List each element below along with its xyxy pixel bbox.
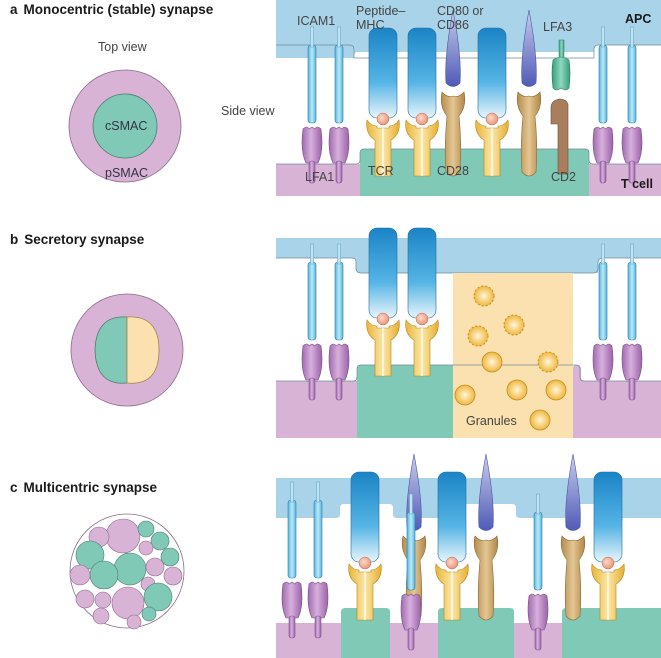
tcell-lfa1-zone — [276, 164, 360, 196]
icam1-lfa1-pair — [328, 243, 350, 401]
granule — [506, 379, 528, 401]
top-view-secretory — [70, 293, 184, 407]
granule-releasing — [467, 325, 489, 347]
panel-c-letter: c — [10, 480, 18, 495]
tcr-mhc-complex — [405, 227, 439, 377]
tcell-label: T cell — [621, 177, 653, 191]
panel-c-title: c Multicentric synapse — [10, 480, 157, 495]
side-view-secretory — [276, 227, 661, 438]
tcr-mhc-complex — [591, 471, 625, 621]
side-view-multicentric — [276, 453, 661, 658]
icam1-lfa1-pair — [301, 243, 323, 401]
icam1-label: ICAM1 — [297, 14, 336, 28]
granules — [454, 285, 567, 431]
panel-b-title: b Secretory synapse — [10, 232, 144, 247]
granule-releasing — [503, 314, 525, 336]
icam1-lfa1-pair — [621, 26, 643, 184]
panel-a-title: a Monocentric (stable) synapse — [10, 2, 213, 17]
panel-a-letter: a — [10, 2, 18, 17]
cd80-label-line2: CD86 — [437, 18, 469, 32]
tcr-mhc-complex — [435, 471, 469, 621]
csmac-label: cSMAC — [105, 119, 148, 133]
psmac-label: pSMAC — [105, 166, 149, 180]
secretory-granule-half — [126, 316, 160, 384]
tcr-mhc-complex — [366, 227, 400, 377]
granule — [529, 409, 551, 431]
panel-a-title-text: Monocentric (stable) synapse — [23, 2, 214, 17]
panel-c-title-text: Multicentric synapse — [23, 480, 158, 495]
icam1-lfa1-pair — [621, 243, 643, 401]
top-view-multicentric — [69, 513, 185, 630]
granule — [481, 351, 503, 373]
tcr-label: TCR — [368, 164, 394, 178]
tcell-tcr-zone — [357, 365, 453, 438]
granule — [545, 379, 567, 401]
granules-label: Granules — [466, 414, 517, 428]
cd2-lfa3-pair — [550, 39, 571, 175]
cd2-label: CD2 — [551, 170, 577, 184]
granule-releasing — [537, 351, 559, 373]
peptide-mhc-label-line1: Peptide– — [356, 4, 406, 18]
side-view-label: Side view — [221, 104, 275, 118]
side-view-monocentric — [276, 0, 661, 196]
granule — [454, 384, 476, 406]
peptide-mhc-label-line2: MHC — [356, 18, 385, 32]
tcr-mhc-complex — [348, 471, 382, 621]
apc-label: APC — [625, 12, 652, 26]
top-view-label: Top view — [98, 40, 147, 54]
panel-b-title-text: Secretory synapse — [24, 232, 145, 247]
cd80-label-line1: CD80 or — [437, 4, 484, 18]
granule-releasing — [473, 285, 495, 307]
csmac-center — [92, 93, 158, 159]
panel-b-letter: b — [10, 232, 19, 247]
lfa1-label: LFA1 — [305, 170, 335, 184]
top-view-monocentric — [68, 69, 182, 183]
secretory-tcr-half — [94, 316, 128, 384]
cd28-label: CD28 — [437, 164, 469, 178]
icam1-lfa1-pair — [592, 26, 614, 184]
lfa3-label: LFA3 — [543, 20, 573, 34]
